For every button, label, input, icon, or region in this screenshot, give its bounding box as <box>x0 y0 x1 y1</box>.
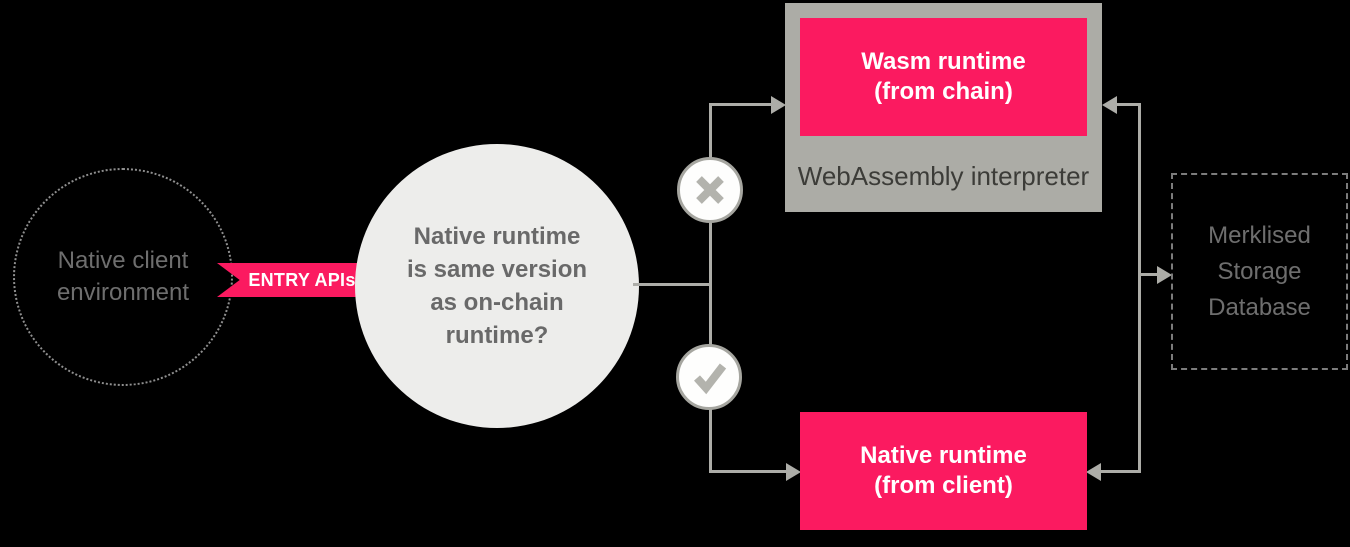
decision-line2: is same version <box>406 256 588 283</box>
native-runtime-node: Native runtime (from client) <box>800 412 1087 530</box>
arrowhead-icon <box>786 463 801 481</box>
arrowhead-icon <box>771 96 786 114</box>
x-icon <box>696 176 724 204</box>
decision-line1: Native runtime <box>413 223 581 250</box>
connector-native-right <box>1100 470 1141 473</box>
client-env-label-line1: Native client <box>57 247 189 274</box>
entry-apis-label: ENTRY APIs <box>248 269 356 290</box>
connector-wasm-right <box>1116 103 1141 106</box>
arrowhead-icon <box>1086 462 1101 481</box>
storage-label-line1: Merklised <box>1208 221 1311 249</box>
native-client-environment-node: Native client environment <box>13 168 233 386</box>
arrowhead-icon <box>1157 265 1172 284</box>
native-runtime-title-line1: Native runtime <box>860 442 1027 469</box>
yes-branch-badge <box>676 344 742 410</box>
connector-to-storage <box>1138 273 1159 276</box>
webassembly-interpreter-label: WebAssembly interpreter <box>797 161 1090 191</box>
no-branch-badge <box>677 157 743 223</box>
native-runtime-title-line2: (from client) <box>874 472 1013 499</box>
entry-apis-banner: ENTRY APIs <box>217 263 379 297</box>
connector-no-branch <box>709 103 773 106</box>
connector-decision-to-junction <box>633 283 711 286</box>
connector-junction-vertical <box>709 103 712 473</box>
wasm-runtime-title-line1: Wasm runtime <box>861 48 1026 75</box>
client-env-label-line2: environment <box>56 279 190 306</box>
decision-line3: as on-chain <box>430 289 564 316</box>
storage-label-line2: Storage <box>1217 257 1302 285</box>
decision-line4: runtime? <box>445 322 549 349</box>
arrowhead-icon <box>1102 95 1117 114</box>
wasm-runtime-title-line2: (from chain) <box>874 78 1013 105</box>
check-icon <box>694 363 727 395</box>
connector-yes-branch <box>709 470 788 473</box>
merklised-storage-database-node: Merklised Storage Database <box>1171 173 1348 370</box>
connector-right-vertical <box>1138 103 1141 473</box>
webassembly-interpreter-panel: Wasm runtime (from chain) WebAssembly in… <box>785 3 1102 212</box>
storage-label-line3: Database <box>1208 293 1311 321</box>
wasm-runtime-node: Wasm runtime (from chain) <box>800 18 1087 136</box>
version-decision-node: Native runtime is same version as on-cha… <box>355 144 639 428</box>
